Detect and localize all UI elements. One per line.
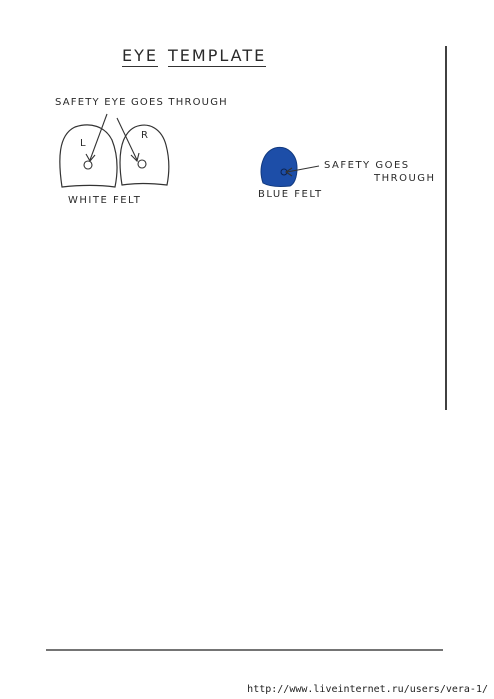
white-felt-label: WHITE FELT [68, 195, 142, 206]
source-url: http://www.liveinternet.ru/users/vera-1/ [247, 684, 488, 695]
blue-felt-label: BLUE FELT [258, 189, 323, 200]
safety-eye-note: SAFETY EYE GOES THROUGH [55, 97, 228, 108]
right-eye-letter: R [141, 130, 150, 141]
title-word-eye: EYE [122, 46, 158, 67]
blue-felt-shape [260, 146, 298, 188]
blue-arrow [286, 165, 320, 173]
left-eye-shape [59, 124, 118, 188]
blue-arrowhead [285, 167, 293, 177]
right-arrow [116, 117, 138, 161]
title-word-template: TEMPLATE [168, 46, 267, 67]
left-eye-hole [83, 160, 93, 170]
left-arrowhead [85, 153, 96, 162]
page-title: EYE TEMPLATE [122, 46, 267, 67]
safety-goes-note-line1: SAFETY GOES [324, 160, 410, 171]
right-eye-hole [137, 159, 147, 169]
right-eye-shape [119, 124, 170, 186]
safety-goes-note-line2: THROUGH [374, 173, 436, 184]
right-arrowhead [130, 152, 140, 163]
left-arrow [89, 113, 108, 161]
left-eye-letter: L [80, 138, 88, 149]
